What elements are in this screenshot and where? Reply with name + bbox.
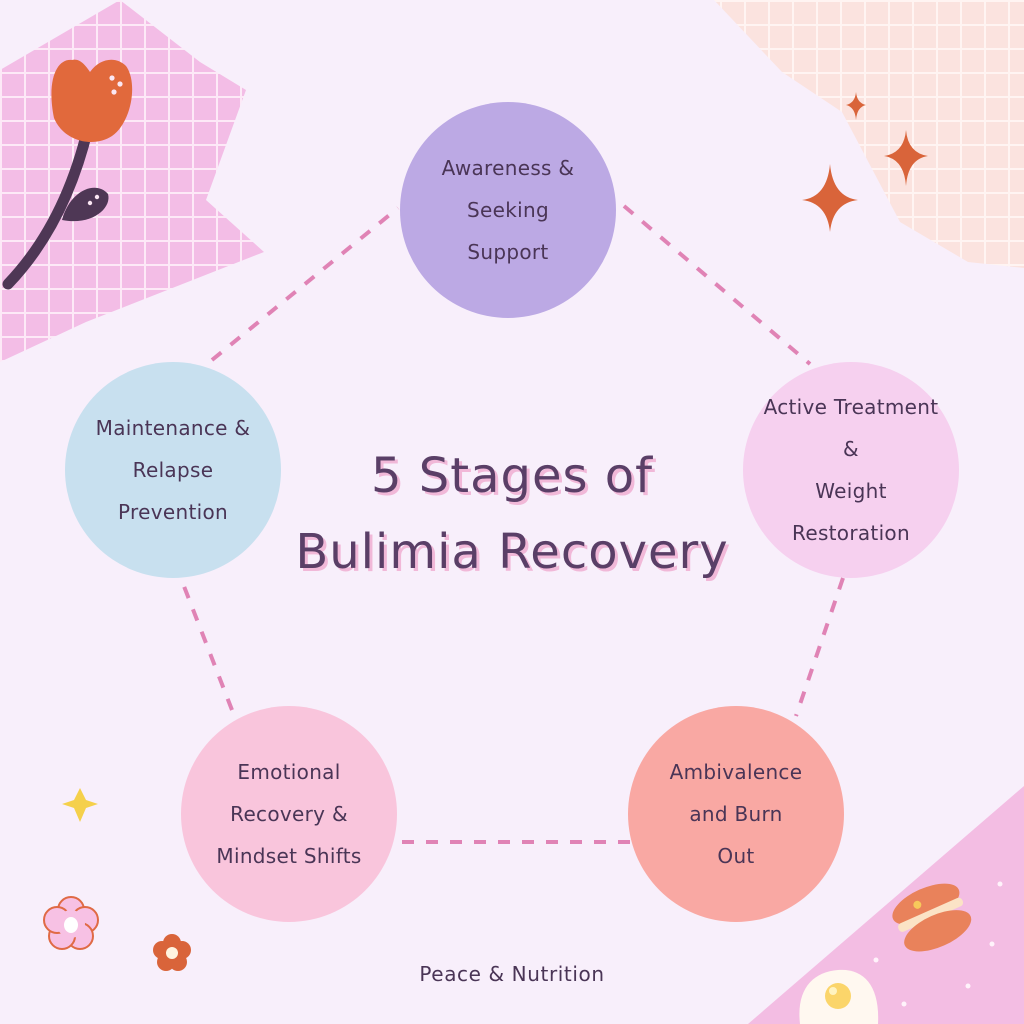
connector-5-1 — [210, 206, 400, 362]
stage-label-line: Mindset Shifts — [216, 844, 362, 868]
stage-label-line: Out — [717, 844, 755, 868]
stage-label-line: Recovery & — [230, 802, 348, 826]
fried-egg-icon — [799, 969, 879, 1024]
connector-1-2 — [622, 204, 812, 366]
diagram-title: 5 Stages of Bulimia Recovery — [262, 438, 762, 590]
connector-4-5 — [178, 575, 234, 711]
stage-label-line: Maintenance & — [95, 416, 251, 440]
gingham-patch-top-left — [0, 0, 264, 362]
washi-tape-bottom-right — [748, 786, 1024, 1024]
brand-footer: Peace & Nutrition — [419, 962, 605, 986]
sparkle-icon — [884, 130, 928, 186]
stage-label-line: & — [843, 437, 859, 461]
sparkle-icon — [846, 92, 866, 120]
connector-2-3 — [794, 577, 845, 717]
stage-label-line: Weight — [815, 479, 887, 503]
stage-label-line: Support — [467, 240, 549, 264]
flower-icon — [153, 934, 191, 971]
stage-label-line: and Burn — [689, 802, 783, 826]
title-line-1: 5 Stages of — [370, 448, 654, 504]
stage-emotional-recovery-mindset-shifts[interactable]: Emotional Recovery & Mindset Shifts — [181, 706, 397, 922]
gingham-patch-top-right — [714, 0, 1024, 268]
macaron-icon — [892, 883, 972, 952]
stage-awareness-seeking-support[interactable]: Awareness & Seeking Support — [400, 102, 616, 318]
stage-label-line: Prevention — [118, 500, 228, 524]
sparkle-icon — [802, 164, 858, 232]
tulip-icon — [2, 59, 133, 290]
stage-label-line: Seeking — [467, 198, 549, 222]
stage-maintenance-relapse-prevention[interactable]: Maintenance & Relapse Prevention — [65, 362, 281, 578]
stage-label-line: Active Treatment — [763, 395, 939, 419]
washi-tape-dots — [873, 881, 1003, 1007]
stage-label-line: Emotional — [237, 760, 341, 784]
stage-label-line: Relapse — [132, 458, 214, 482]
stage-ambivalence-burn-out[interactable]: Ambivalence and Burn Out — [628, 706, 844, 922]
stage-label-line: Restoration — [792, 521, 910, 545]
cycle-connectors — [178, 204, 845, 844]
stage-active-treatment-weight-restoration[interactable]: Active Treatment & Weight Restoration — [743, 362, 959, 578]
title-line-2: Bulimia Recovery — [295, 524, 729, 580]
stage-label-line: Awareness & — [441, 156, 575, 180]
flower-icon — [43, 896, 99, 950]
stage-label-line: Ambivalence — [669, 760, 803, 784]
star-icon — [62, 788, 98, 822]
